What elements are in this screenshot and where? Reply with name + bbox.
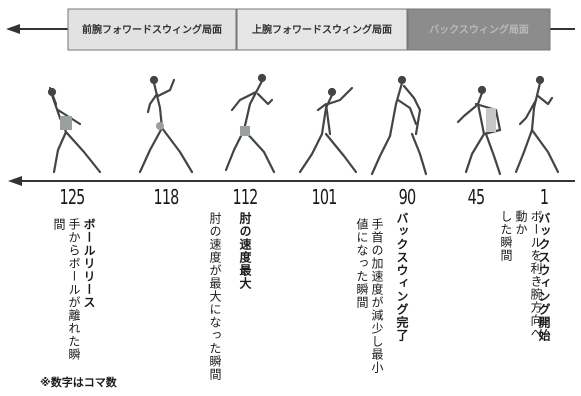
annotation-101-detail2: 値になった瞬間 [355,218,369,309]
frame-number-118: 118 [153,185,179,209]
annotation-90: バックスウィング完了 [394,212,409,352]
phase-label-upperarm: 上腕フォワードスウィング局面 [252,23,392,36]
footnote: ※数字はコマ数 [40,376,117,389]
stick-figure-125 [47,86,102,174]
annotation-1: バックスウィング開始 [536,212,551,352]
annotation-101: 手首の加速度が減少し最小 値になった瞬間 [354,218,384,388]
stick-figure-101 [298,86,358,174]
annotation-101-detail1: 手首の加速度が減少し最小 [370,218,384,374]
frame-number-90: 90 [398,185,417,209]
annotation-1-title: バックスウィング開始 [537,212,551,342]
phase-box-upperarm [236,8,408,51]
frame-number-101: 101 [311,185,337,209]
annotation-118-detail: 肘の速度が最大になった瞬間 [208,212,222,381]
annotation-112: 肘の速度最大 [237,212,252,312]
annotation-45-detail1: ボールを利き腕方向へ動か [514,210,543,340]
annotation-112-title: 肘の速度最大 [238,212,252,290]
phase-label-forearm: 前腕フォワードスウィング局面 [82,23,222,36]
stick-figure-1 [514,75,560,174]
frame-number-125: 125 [59,185,85,209]
annotation-45: ボールを利き腕方向へ動か した瞬間 [498,210,543,350]
frame-number-45: 45 [467,185,486,209]
timeline-arrow [8,176,575,186]
frame-number-112: 112 [232,185,258,209]
phase-box-backswing [407,8,551,51]
stick-figure-118 [138,75,194,174]
phase-box-forearm [67,8,237,51]
frame-number-1: 1 [539,185,549,209]
annotation-125-title: ボールリリース [82,218,96,309]
annotation-90-title: バックスウィング完了 [395,212,409,342]
stick-figure-112 [224,73,276,174]
annotation-125: ボールリリース 手からボールが離れた瞬間 [51,218,96,368]
annotation-45-detail2: した瞬間 [499,210,513,262]
annotation-118: 肘の速度が最大になった瞬間 [207,212,222,382]
stick-figure-90 [370,75,428,176]
stick-figure-45 [456,85,502,176]
annotation-125-detail: 手からボールが離れた瞬間 [52,218,81,361]
phase-label-backswing: バックスウィング局面 [429,23,529,36]
